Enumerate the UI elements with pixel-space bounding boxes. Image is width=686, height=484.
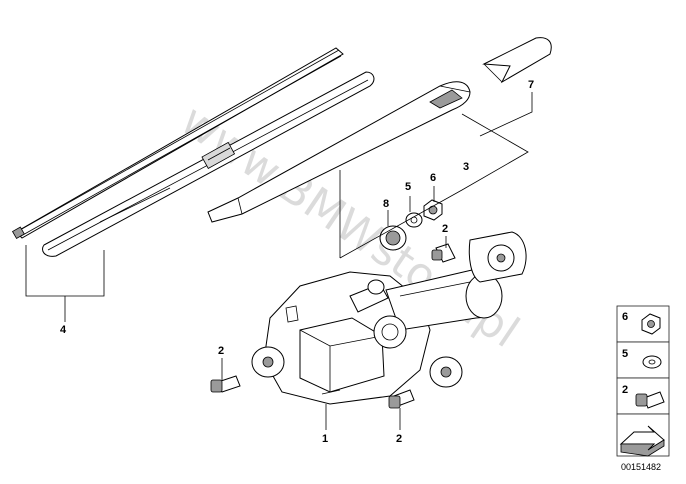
wiper-blade-framed — [42, 71, 375, 257]
nut — [423, 199, 443, 221]
grommet — [379, 225, 407, 251]
callout-3: 3 — [463, 161, 469, 173]
callout-8: 8 — [383, 198, 389, 210]
leader-lines — [25, 92, 533, 430]
callout-2-left: 2 — [218, 345, 224, 357]
callout-2-lower: 2 — [396, 433, 402, 445]
arm-cap — [482, 37, 552, 84]
diagram-id: 00151482 — [621, 462, 661, 472]
callout-5: 5 — [405, 181, 411, 193]
legend-nut-icon — [641, 313, 661, 335]
legend-label-5: 5 — [622, 348, 628, 360]
arrow-icon — [619, 425, 665, 457]
wiper-blade-flat — [11, 47, 344, 240]
parts-legend: 6 5 2 00151482 — [616, 305, 670, 472]
callout-2-upper: 2 — [442, 223, 448, 235]
bolt-lower — [388, 389, 415, 409]
callout-6: 6 — [430, 172, 436, 184]
wiper-motor — [251, 231, 527, 405]
bolt-upper — [431, 243, 456, 263]
callout-1: 1 — [322, 433, 328, 445]
bolt-left — [210, 375, 241, 393]
legend-washer-icon — [642, 355, 662, 369]
legend-bolt-icon — [635, 391, 665, 409]
callout-4: 4 — [60, 324, 67, 336]
legend-label-6: 6 — [622, 311, 628, 323]
callout-7: 7 — [528, 79, 534, 91]
legend-label-2: 2 — [622, 384, 628, 396]
wiper-arm — [207, 81, 471, 223]
